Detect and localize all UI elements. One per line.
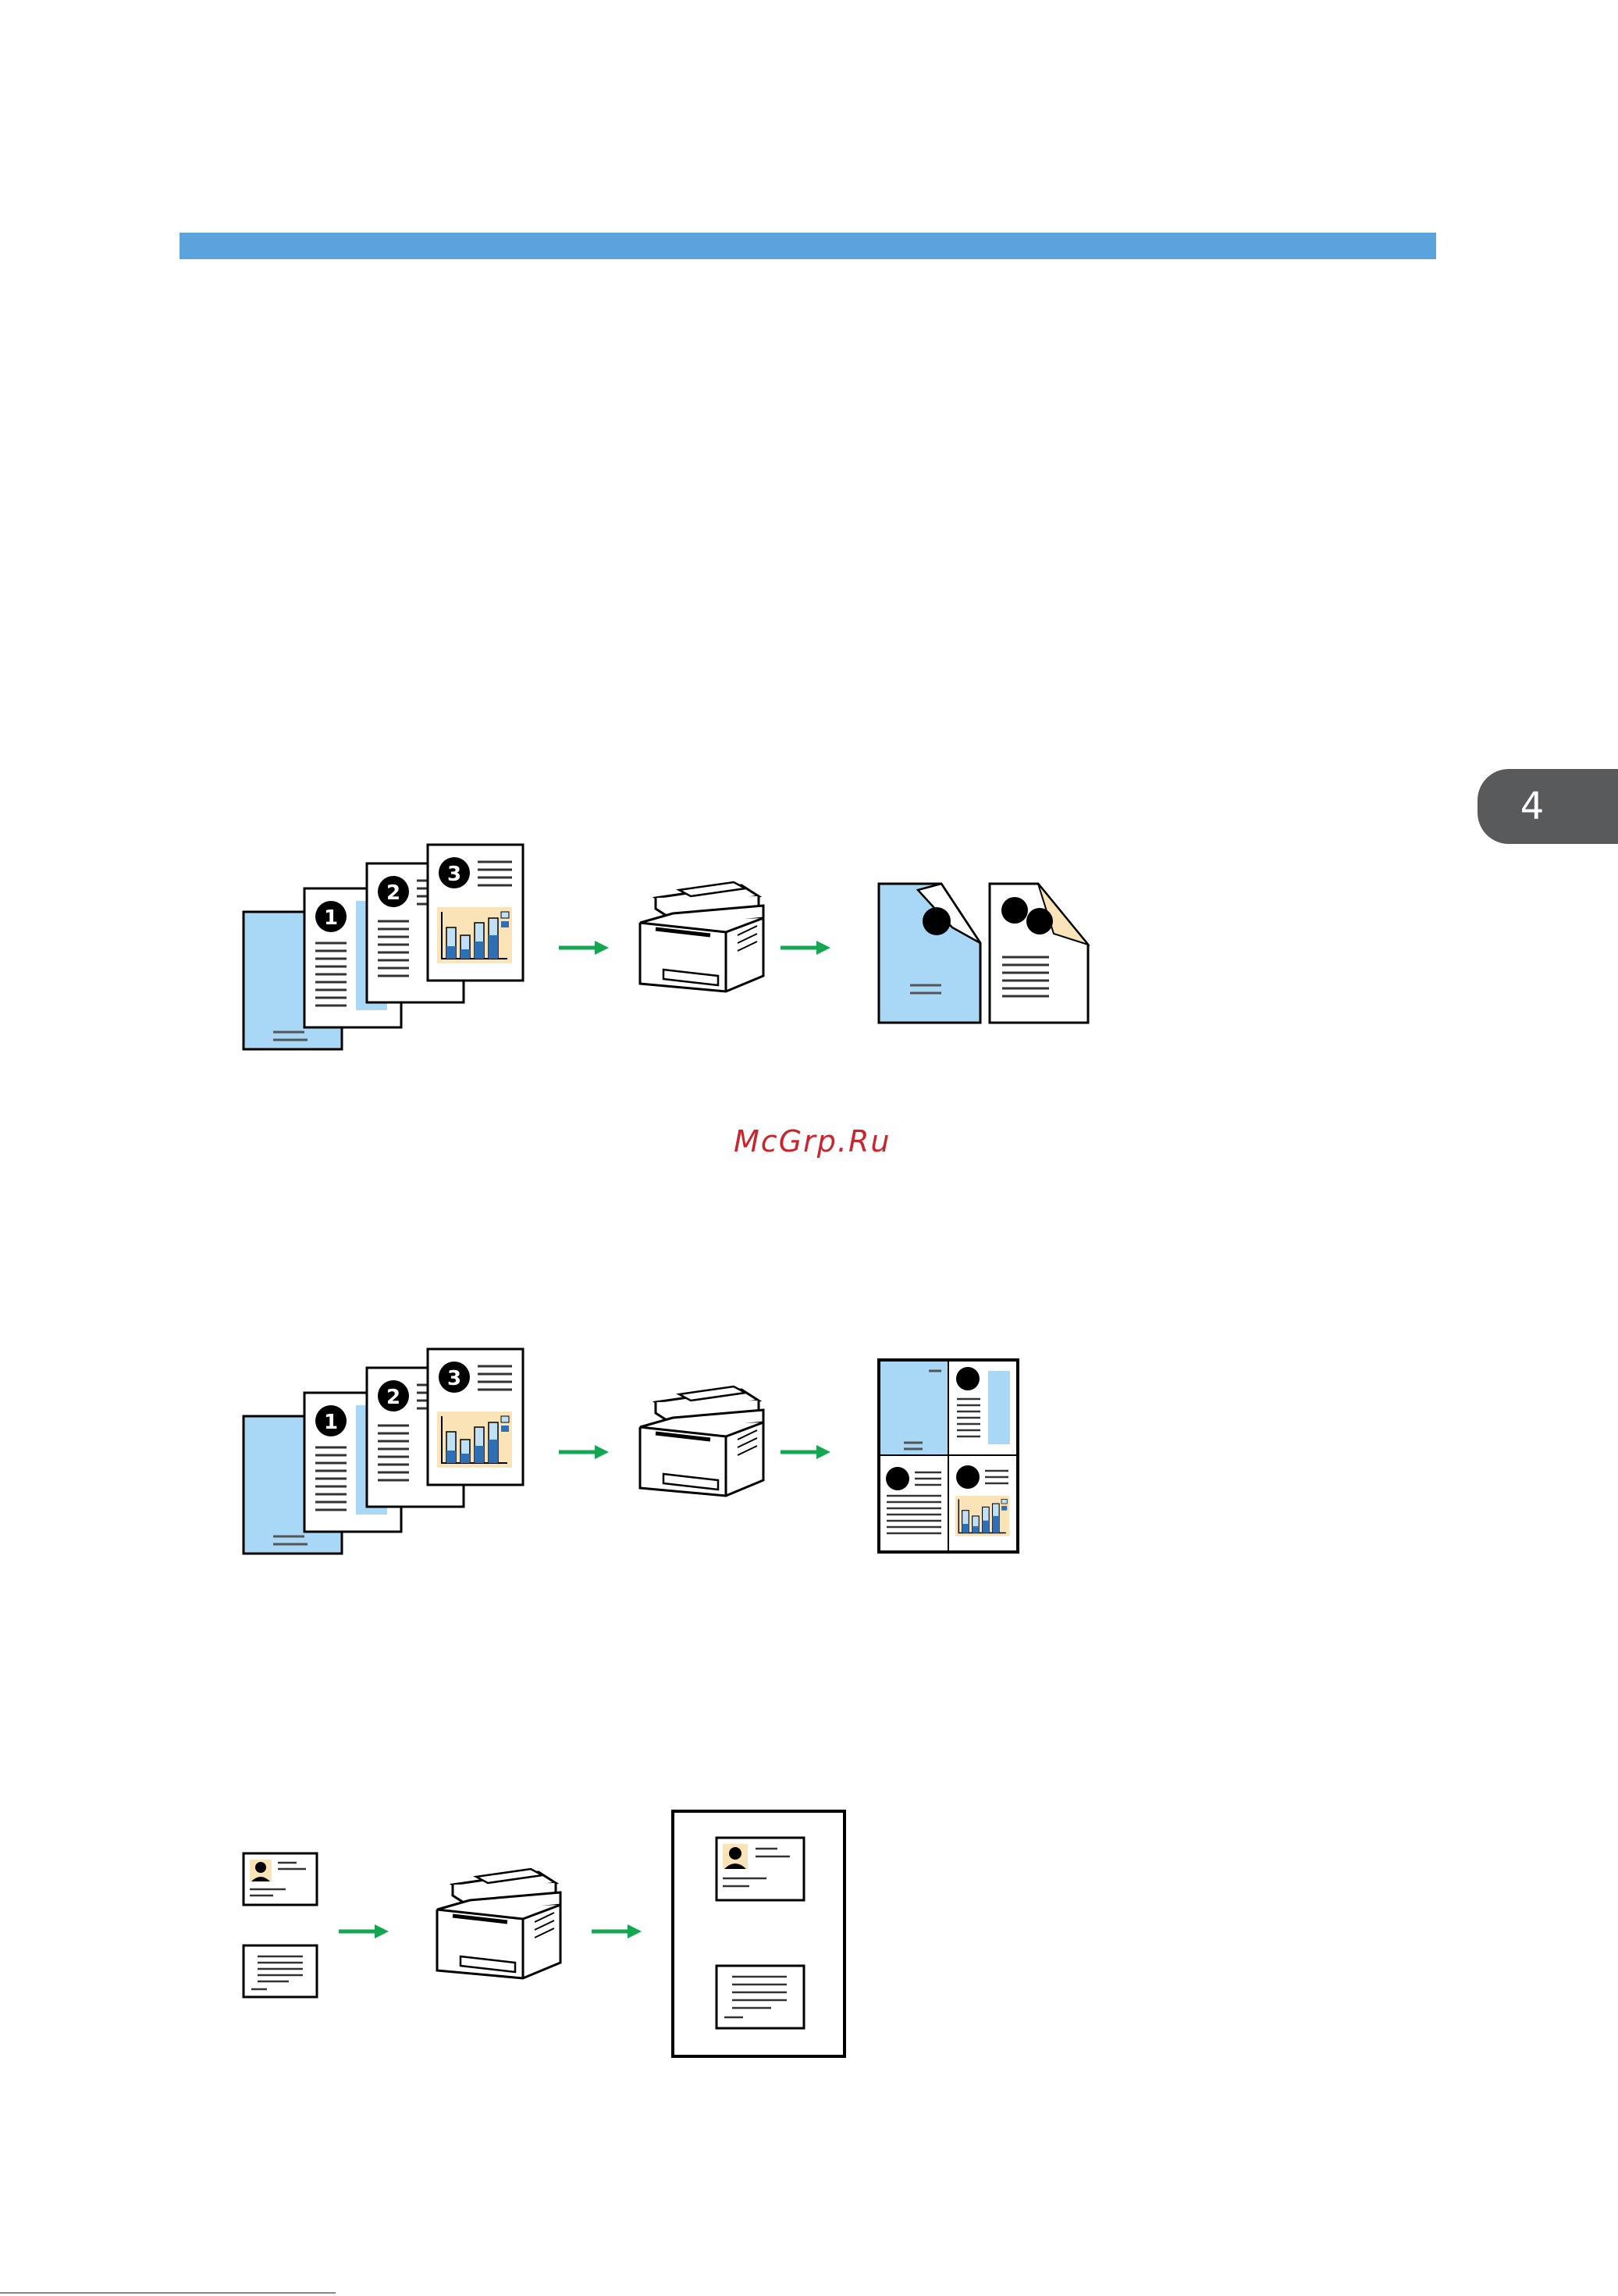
arrow-icon [559,941,609,955]
page-number-2: 2 [386,881,400,905]
chapter-number: 4 [1520,785,1545,828]
chapter-header-bar [180,233,1436,259]
footer-rule [0,2292,336,2294]
combined-sheet-icon [879,1360,1018,1552]
page-number-3: 3 [447,863,461,886]
page-number-1: 1 [324,1411,338,1434]
booklet-figure: 1 2 3 [0,835,1108,1062]
id-card-front-icon [244,1853,317,1905]
printer-icon [437,1869,560,1978]
arrow-icon [781,1445,830,1459]
arrow-icon [339,1924,389,1938]
page-number-3: 3 [447,1367,461,1390]
originals-stack-icon: 1 2 3 [244,845,523,1049]
booklet-output-icon [879,884,1088,1023]
combine-figure: 1 2 3 [0,1340,1108,1566]
printer-icon [640,882,763,991]
watermark: McGrp.Ru [734,1124,891,1159]
id-copy-sheet-icon [673,1811,845,2056]
arrow-icon [592,1924,642,1938]
id-card-figure [0,1803,874,2061]
page-number-2: 2 [386,1386,400,1409]
page-number-1: 1 [324,906,338,930]
arrow-icon [781,941,830,955]
id-card-back-icon [244,1945,317,1997]
originals-stack-icon: 1 2 3 [244,1349,523,1554]
arrow-icon [559,1445,609,1459]
printer-icon [640,1386,763,1496]
chapter-tab[interactable]: 4 [1478,769,1618,844]
